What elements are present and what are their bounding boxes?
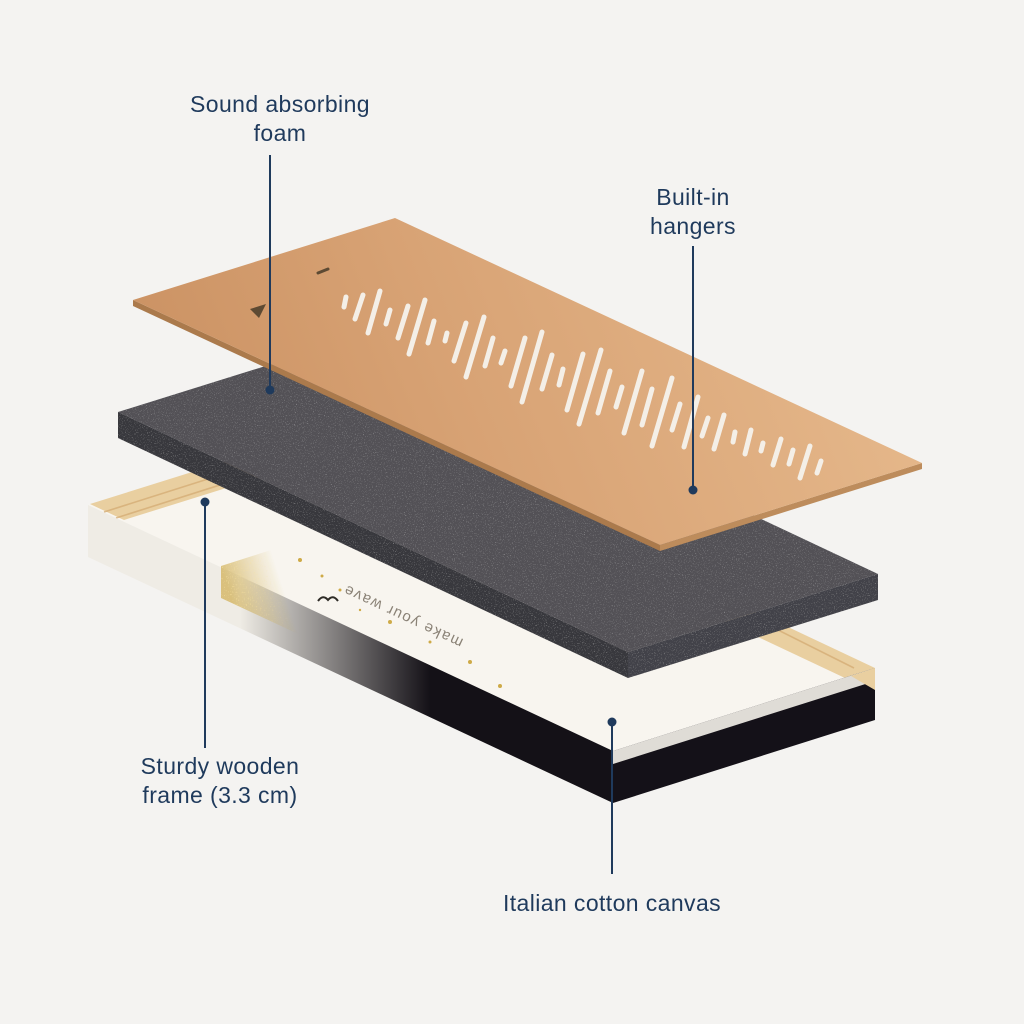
foam-top-face	[118, 334, 878, 652]
gold-glitter-dots	[298, 558, 502, 688]
canvas-anchor-dot	[607, 717, 617, 727]
soundwave-cutouts	[341, 288, 824, 481]
label-built-in-hangers: Built-in hangers	[650, 184, 736, 240]
board-small-mark	[316, 267, 330, 275]
foam-front-right-face	[628, 574, 878, 678]
gold-glitter-band	[221, 550, 623, 762]
foam-layer	[118, 334, 878, 678]
canvas-edge-white-strip	[613, 668, 875, 764]
label-italian-cotton-canvas: Italian cotton canvas	[502, 890, 722, 916]
frame-anchor-dot	[200, 497, 210, 507]
board-edge-left	[133, 300, 660, 551]
frame-corner-wood	[851, 668, 875, 690]
label-sturdy-wooden-frame: Sturdy wooden frame (3.3 cm)	[140, 753, 300, 809]
foam-anchor-dot	[265, 385, 275, 395]
backer-board-layer	[133, 218, 922, 551]
board-logo-mark	[250, 304, 266, 318]
hangers-anchor-dot	[688, 485, 698, 495]
board-edge-right	[660, 463, 922, 551]
label-sound-absorbing-foam: Sound absorbing foam	[190, 91, 370, 147]
foam-front-left-face	[118, 412, 628, 678]
annotations	[200, 155, 698, 874]
